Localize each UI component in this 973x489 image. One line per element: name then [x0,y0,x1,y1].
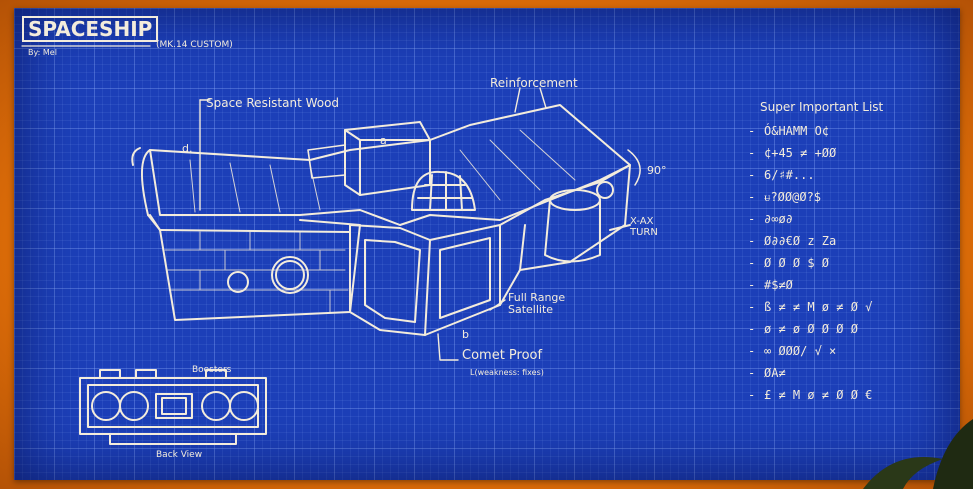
wood-planks [189,129,576,213]
important-list-title: Super Important List [760,100,884,114]
label-weakness: L(weakness: fixes) [470,368,544,377]
list-item: -Ø∂∂€Ø z Za [748,234,837,248]
blueprint-author: By: Mel [28,48,57,57]
list-item: -ØA≠ [748,366,786,380]
label-comet-proof: Comet Proof [462,348,543,363]
plant-leaf-decoration [863,419,973,489]
blueprint-title: SPACESHIP [22,16,159,42]
label-full-range-satellite: Full Range Satellite [508,291,566,316]
label-reinforcement: Reinforcement [490,76,578,90]
list-item: -¢+45 ≠ +ØØ [748,146,837,160]
portholes [227,256,309,294]
satellite-cylinder [544,181,631,263]
angle-arc [627,149,641,186]
list-item: -ø ≠ ø Ø Ø Ø Ø [748,322,858,336]
important-list: -Ó&HAMM O¢ -¢+45 ≠ +ØØ -6/♯#... -ᵾ?ØØ@Ø?… [748,122,872,408]
hull-left-wall [147,214,361,321]
blueprint-board [14,8,960,480]
list-item: -ᵾ?ØØ@Ø?$ [748,190,822,204]
label-angle: 90° [647,164,667,177]
marker-a: a [380,134,387,147]
comet-proof-section [349,224,501,336]
list-item: -Ó&HAMM O¢ [748,124,830,138]
back-view-sketch [79,369,267,445]
list-item: -£ ≠ M ø ≠ Ø Ø € [748,388,873,402]
leader-lines [199,87,547,361]
dome [411,170,476,211]
list-item: -#$≠Ø [748,278,793,292]
list-item: -Ø Ø Ø $ Ø [748,256,830,270]
label-xax-turn: X-AX TURN [630,216,658,238]
marker-b: b [462,328,469,341]
label-back-view: Back View [156,450,203,460]
brick-lines [164,231,349,313]
list-item: -6/♯#... [748,168,815,182]
label-space-resistant-wood: Space Resistant Wood [206,96,340,110]
blueprint-subtitle: (MK.14 CUSTOM) [156,40,233,50]
small-block [307,144,346,179]
list-item: -∂∞ø∂ [748,212,793,226]
marker-d: d. [182,142,193,155]
right-wing [499,164,631,306]
list-item: -ß ≠ ≠ M ø ≠ Ø √ [748,300,873,314]
list-item: -∞ ØØØ/ √ × [748,344,837,358]
label-boosters: Boosters [192,365,232,375]
